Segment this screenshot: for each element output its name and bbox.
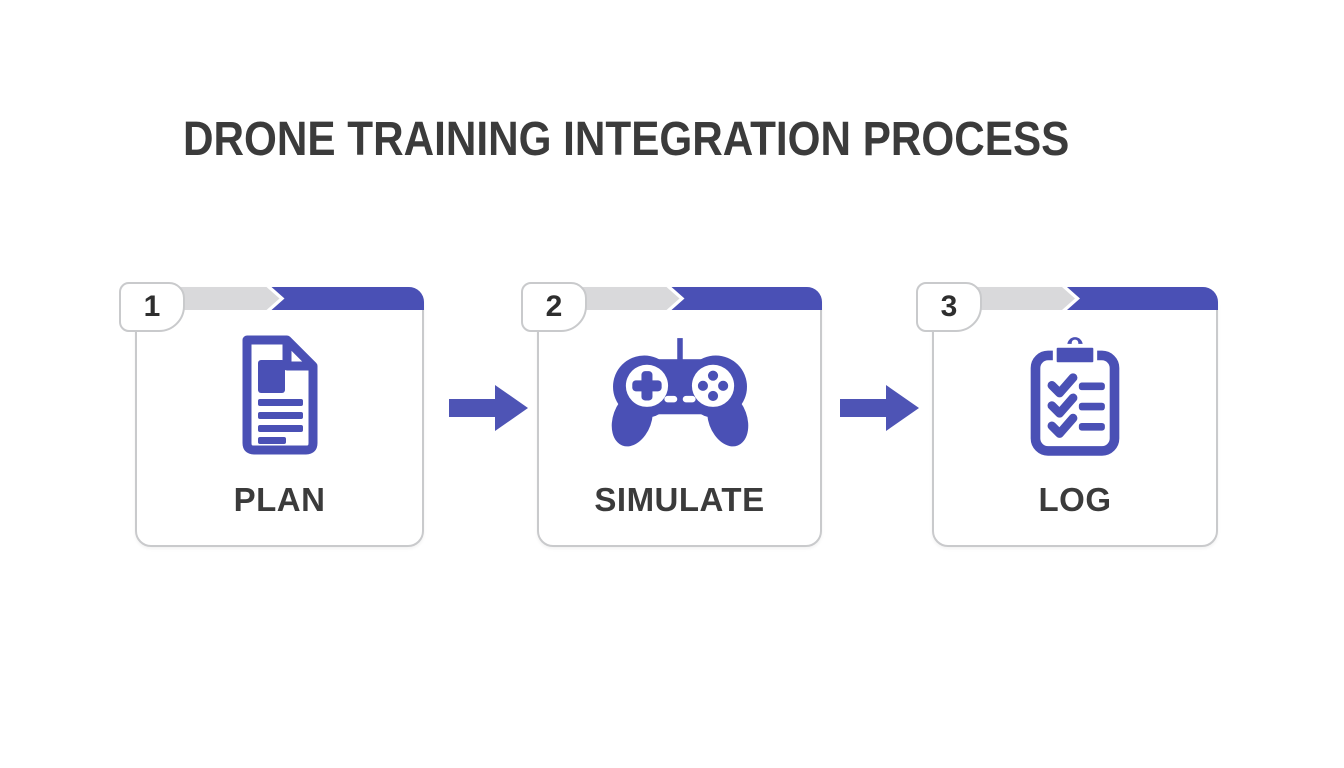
step-number: 1 — [143, 290, 161, 323]
step-number: 2 — [545, 290, 563, 323]
arrow-right-icon — [840, 385, 919, 431]
step-label: PLAN — [233, 481, 326, 518]
step-label: LOG — [1038, 481, 1112, 518]
step-card-plan: 1 PLAN — [119, 282, 424, 547]
step-number-badge: 2 — [521, 282, 587, 332]
card-body: LOG — [934, 289, 1216, 545]
clipboard-checklist-icon — [1022, 331, 1128, 459]
game-controller-icon-svg — [611, 338, 748, 447]
step-card-log: 3 LOG — [916, 282, 1218, 547]
arrow-right-icon — [449, 385, 528, 431]
card-body: PLAN — [137, 289, 422, 545]
step-label: SIMULATE — [594, 481, 765, 518]
document-icon-svg — [242, 335, 317, 455]
step-card-simulate: 2 — [521, 282, 822, 547]
step-number-badge: 1 — [119, 282, 185, 332]
clipboard-checklist-icon-svg — [1030, 333, 1120, 456]
game-controller-icon — [602, 331, 758, 459]
step-number-badge: 3 — [916, 282, 982, 332]
document-icon — [230, 331, 330, 459]
page-title: DRONE TRAINING INTEGRATION PROCESS — [183, 113, 1070, 166]
card-body: SIMULATE — [539, 289, 820, 545]
step-number: 3 — [940, 290, 958, 323]
